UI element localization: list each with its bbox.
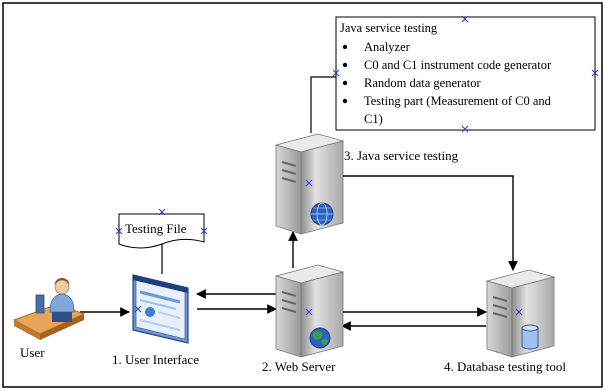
arrow-java-to-db [343, 175, 518, 271]
java-box-list: Analyzer C0 and C1 instrument code gener… [342, 40, 552, 126]
java-box-item-code-generator: C0 and C1 instrument code generator [364, 58, 552, 72]
java-service-label: 3. Java service testing [344, 148, 459, 163]
java-box-item-testing-part: Testing part (Measurement of C0 and [364, 94, 552, 108]
web-server-icon [274, 264, 345, 358]
java-box-title: Java service testing [340, 21, 438, 35]
database-tool-label: 4. Database testing tool [444, 359, 566, 374]
java-box-connector [310, 76, 336, 133]
flow-arrows [80, 175, 518, 331]
database-cylinder-icon [521, 324, 539, 350]
user-interface-label: 1. User Interface [112, 352, 199, 367]
java-box-item-testing-part-cont: C1) [364, 112, 383, 126]
user-at-desk-icon [12, 278, 86, 340]
java-server-icon [274, 133, 345, 235]
ui-window-icon [132, 274, 189, 344]
database-server-icon [485, 269, 556, 358]
user-label: User [20, 345, 45, 360]
testing-file-label: Testing File [125, 221, 187, 236]
java-box-item-random-data: Random data generator [364, 76, 481, 90]
earth-globe-icon [309, 327, 331, 349]
globe-icon [310, 202, 334, 226]
outer-border [2, 2, 603, 388]
testing-file-document: Testing File [115, 208, 208, 274]
web-server-label: 2. Web Server [262, 359, 336, 374]
java-box-markers [332, 15, 599, 133]
java-service-box: Java service testing Analyzer C0 and C1 … [332, 15, 599, 133]
java-box-item-analyzer: Analyzer [364, 40, 411, 54]
